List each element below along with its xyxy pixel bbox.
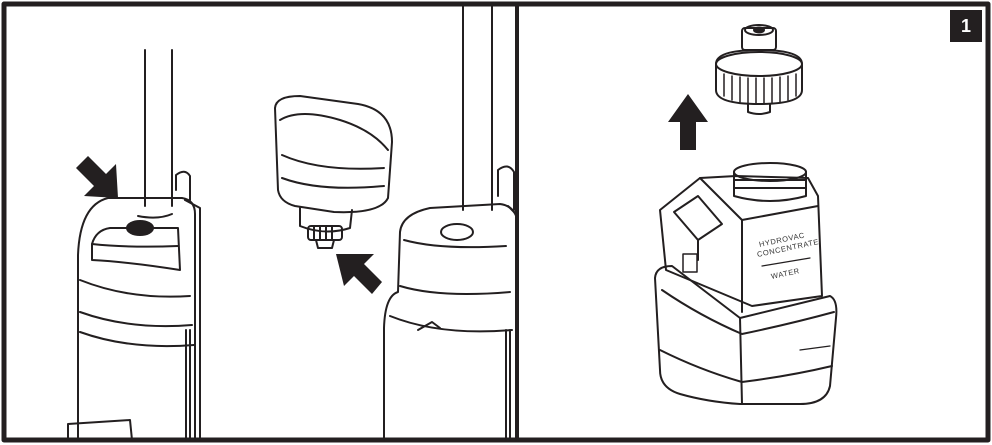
tank-cap-floating — [274, 95, 393, 249]
solution-tank — [654, 162, 838, 405]
step-number: 1 — [960, 15, 971, 36]
vacuum-body-left — [67, 49, 201, 441]
arrow-up-icon — [668, 94, 708, 150]
arrow-up-left-icon — [336, 254, 382, 294]
label-divider — [761, 257, 811, 267]
filter-nozzle — [715, 24, 803, 115]
arrow-down-right-icon — [76, 156, 118, 198]
vacuum-body-right — [383, 3, 519, 441]
step-number-badge: 1 — [950, 10, 982, 42]
